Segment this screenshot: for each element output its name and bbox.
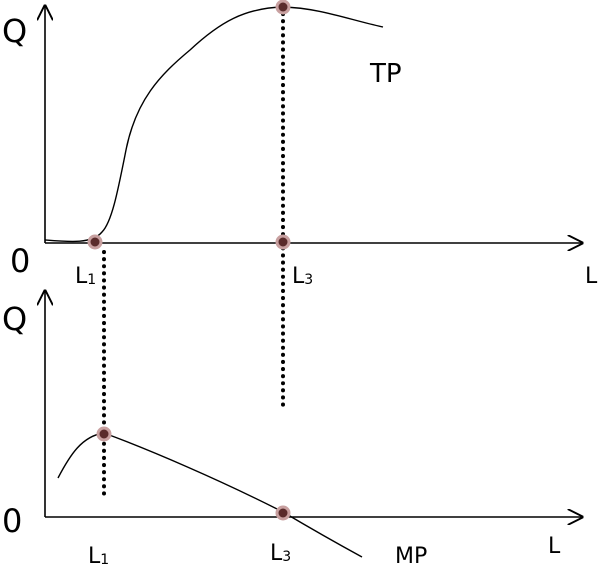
top-origin-label: 0 (10, 242, 30, 280)
tp-maximum-point (275, 0, 291, 15)
bottom-tick-l1: L1 (88, 544, 109, 568)
mp-zero-point (275, 505, 291, 521)
tp-inflection-point (87, 234, 103, 250)
top-y-axis-label: Q (2, 12, 27, 50)
top-tick-l1: L1 (75, 264, 96, 289)
top-panel: Q 0 L TP L1 L3 (2, 0, 598, 497)
bottom-tick-l3: L3 (270, 541, 291, 566)
marginal-product-curve (57, 432, 363, 558)
top-tick-l3: L3 (292, 264, 313, 289)
mp-maximum-point (96, 426, 112, 442)
top-l3-axis-point (275, 234, 291, 250)
tp-curve-label: TP (369, 59, 402, 89)
bottom-x-axis-label: L (548, 534, 561, 559)
total-product-curve (44, 6, 384, 243)
bottom-y-axis-label: Q (2, 300, 27, 338)
bottom-panel: Q 0 L MP L1 L3 (2, 291, 582, 568)
mp-curve-label: MP (395, 544, 427, 568)
top-x-axis-label: L (585, 264, 598, 289)
bottom-origin-label: 0 (2, 502, 22, 540)
